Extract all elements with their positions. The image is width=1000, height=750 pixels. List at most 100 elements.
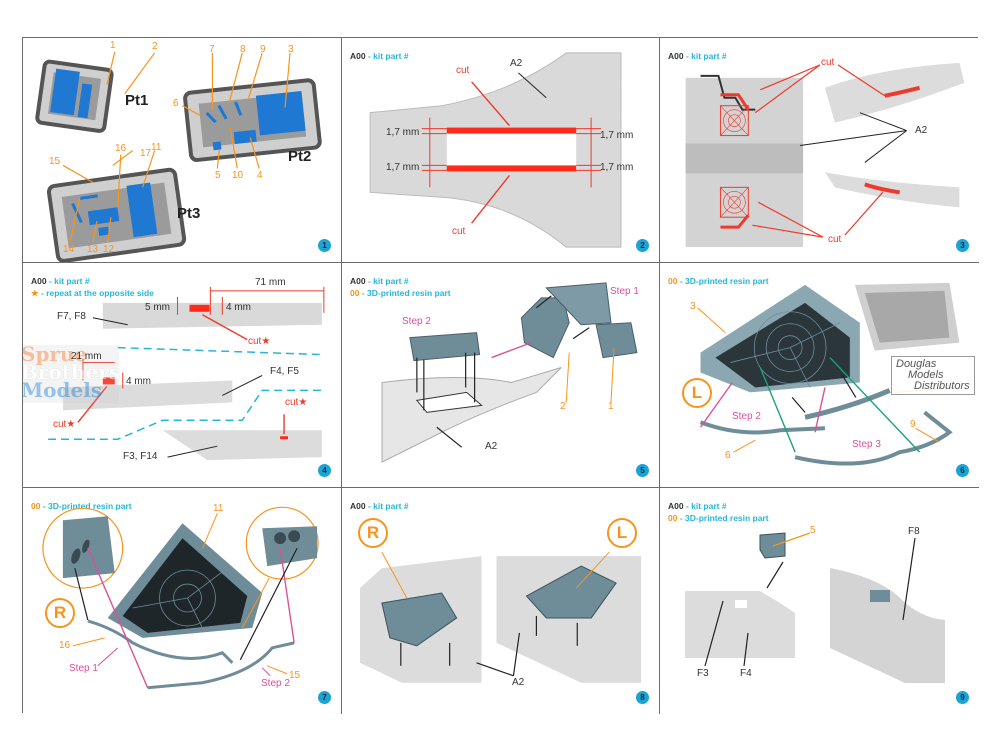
part-label-a2: A2 xyxy=(485,441,498,452)
dimension-label: 1,7 mm xyxy=(600,130,634,141)
dimension-label: 4 mm xyxy=(126,376,151,387)
part-number-4: 4 xyxy=(257,170,263,181)
part-label-a2: A2 xyxy=(510,58,523,69)
legend-kit-code: A00 xyxy=(31,276,47,286)
step-label-3: Step 3 xyxy=(852,439,881,450)
part-number-8: 8 xyxy=(240,44,246,55)
side-marker-right: R xyxy=(45,598,75,628)
part-label-f3: F3 xyxy=(697,668,709,679)
legend-resin-code: 00 xyxy=(668,276,678,286)
legend-kit-code: A00 xyxy=(668,51,684,61)
frame-pt1 xyxy=(35,59,114,133)
step-label-1: Step 1 xyxy=(610,286,639,297)
side-marker-left: L xyxy=(682,378,712,408)
part-number-5: 5 xyxy=(810,525,816,536)
panel-step-6: 00 - 3D-printed resin part xyxy=(660,263,979,488)
cut-strip-top xyxy=(446,127,577,134)
legend-star-desc: - repeat at the opposite side xyxy=(38,288,154,298)
step-label-1: Step 1 xyxy=(69,663,98,674)
cut-label-bottom: cut xyxy=(828,234,842,245)
dimension-label: 1,7 mm xyxy=(600,162,634,173)
step-number-badge: 2 xyxy=(636,239,649,252)
side-marker-left: L xyxy=(607,518,637,548)
step-number-badge: 3 xyxy=(956,239,969,252)
dimension-label: 1,7 mm xyxy=(386,127,420,138)
legend-kit-desc: - kit part # xyxy=(46,276,90,286)
part-number-11: 11 xyxy=(151,142,162,153)
step-number-badge: 9 xyxy=(956,691,969,704)
douglas-models-watermark: Douglas Models Distributors xyxy=(891,356,975,395)
panel-step-2: A00 - kit part # cut cut A2 1,7 mm 1,7 m… xyxy=(342,38,660,263)
dimension-label: 21 mm xyxy=(71,351,102,362)
legend-kit-code: A00 xyxy=(668,501,684,511)
legend-kit-desc: - kit part # xyxy=(365,501,409,511)
frame-pt3 xyxy=(46,167,187,262)
part-number-2: 2 xyxy=(152,41,158,52)
part-label-a2: A2 xyxy=(915,125,928,136)
legend-kit-desc: - kit part # xyxy=(365,276,409,286)
side-panels-illustration xyxy=(48,286,325,461)
frame-label-pt3: Pt3 xyxy=(177,205,201,222)
dimension-label: 5 mm xyxy=(145,302,170,313)
legend-kit-code: A00 xyxy=(350,51,366,61)
part-label-f4-f5: F4, F5 xyxy=(270,366,299,377)
legend-kit-desc: - kit part # xyxy=(683,51,727,61)
wheel-wells-install-illustration xyxy=(359,551,642,683)
cut-label-top: cut xyxy=(821,57,835,68)
sprue-brothers-watermark: Sprue Brothers Models xyxy=(23,342,121,403)
legend-kit-desc: - kit part # xyxy=(365,51,409,61)
step-label-2: Step 2 xyxy=(402,316,431,327)
part-number-15: 15 xyxy=(49,156,61,167)
part-number-3: 3 xyxy=(690,301,696,312)
step-label-2: Step 2 xyxy=(732,411,761,422)
part-number-13: 13 xyxy=(87,244,99,255)
part-number-7: 7 xyxy=(209,44,215,55)
cut-label-top: cut xyxy=(456,65,470,76)
legend: A00 - kit part # 00 - 3D-printed resin p… xyxy=(668,500,769,524)
legend: A00 - kit part # xyxy=(350,50,409,62)
fuselage-wheel-well-illustration xyxy=(685,62,965,248)
part-number-1: 1 xyxy=(608,401,614,412)
part-number-9: 9 xyxy=(910,419,916,430)
cut-strip-bottom xyxy=(446,165,577,172)
step-number-badge: 5 xyxy=(636,464,649,477)
part-number-12: 12 xyxy=(103,244,115,255)
part-number-11: 11 xyxy=(213,503,224,514)
legend: A00 - kit part # ★ - repeat at the oppos… xyxy=(31,275,154,299)
part-number-17: 17 xyxy=(140,148,152,159)
legend: A00 - kit part # 00 - 3D-printed resin p… xyxy=(350,275,451,299)
legend-resin-desc: - 3D-printed resin part xyxy=(677,276,769,286)
legend-kit-desc: - kit part # xyxy=(683,501,727,511)
cut-label-bottom: cut xyxy=(452,226,466,237)
part-number-2: 2 xyxy=(560,401,566,412)
part-leaders xyxy=(62,51,291,243)
cut-label: cut★ xyxy=(53,419,76,430)
step-number-badge: 4 xyxy=(318,464,331,477)
legend: A00 - kit part # xyxy=(668,50,727,62)
legend-kit-code: A00 xyxy=(350,501,366,511)
part-number-6: 6 xyxy=(725,450,731,461)
resin-bay-assembly-illustration xyxy=(381,282,638,463)
part-label-f3-f14: F3, F14 xyxy=(123,451,158,462)
part-number-6: 6 xyxy=(173,98,179,109)
legend-kit-code: A00 xyxy=(350,276,366,286)
dimension-label: 1,7 mm xyxy=(386,162,420,173)
panel-step-5: A00 - kit part # 00 - 3D-printed resin p… xyxy=(342,263,660,488)
step-label-2: Step 2 xyxy=(261,678,290,689)
part-number-16: 16 xyxy=(115,143,127,154)
part-number-1: 1 xyxy=(110,40,116,51)
step-number-badge: 6 xyxy=(956,464,969,477)
legend-resin-desc: - 3D-printed resin part xyxy=(40,501,132,511)
fuselage-bottom-illustration xyxy=(369,52,622,248)
part-number-15: 15 xyxy=(289,670,301,681)
part-number-9: 9 xyxy=(260,44,266,55)
frame-label-pt1: Pt1 xyxy=(125,92,149,109)
cut-label: cut★ xyxy=(248,336,271,347)
legend-resin-desc: - 3D-printed resin part xyxy=(359,288,451,298)
legend: 00 - 3D-printed resin part xyxy=(668,275,769,287)
cut-label: cut★ xyxy=(285,397,308,408)
part-number-16: 16 xyxy=(59,640,71,651)
part-label-f4: F4 xyxy=(740,668,752,679)
panel-step-9: A00 - kit part # 00 - 3D-printed resin p… xyxy=(660,488,979,714)
panel-step-3: A00 - kit part # xyxy=(660,38,979,263)
